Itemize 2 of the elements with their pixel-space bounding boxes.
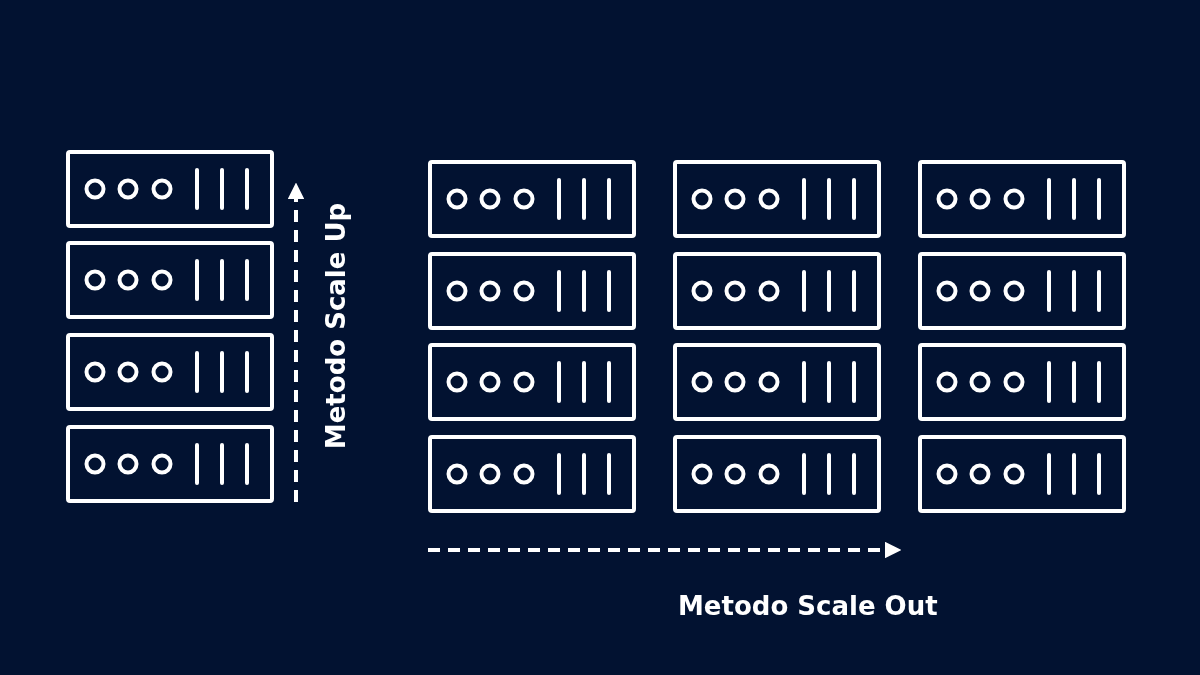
axis-caption: Metodo Scale Up [320,202,353,450]
axis-caption: Metodo Scale Out [678,590,938,622]
